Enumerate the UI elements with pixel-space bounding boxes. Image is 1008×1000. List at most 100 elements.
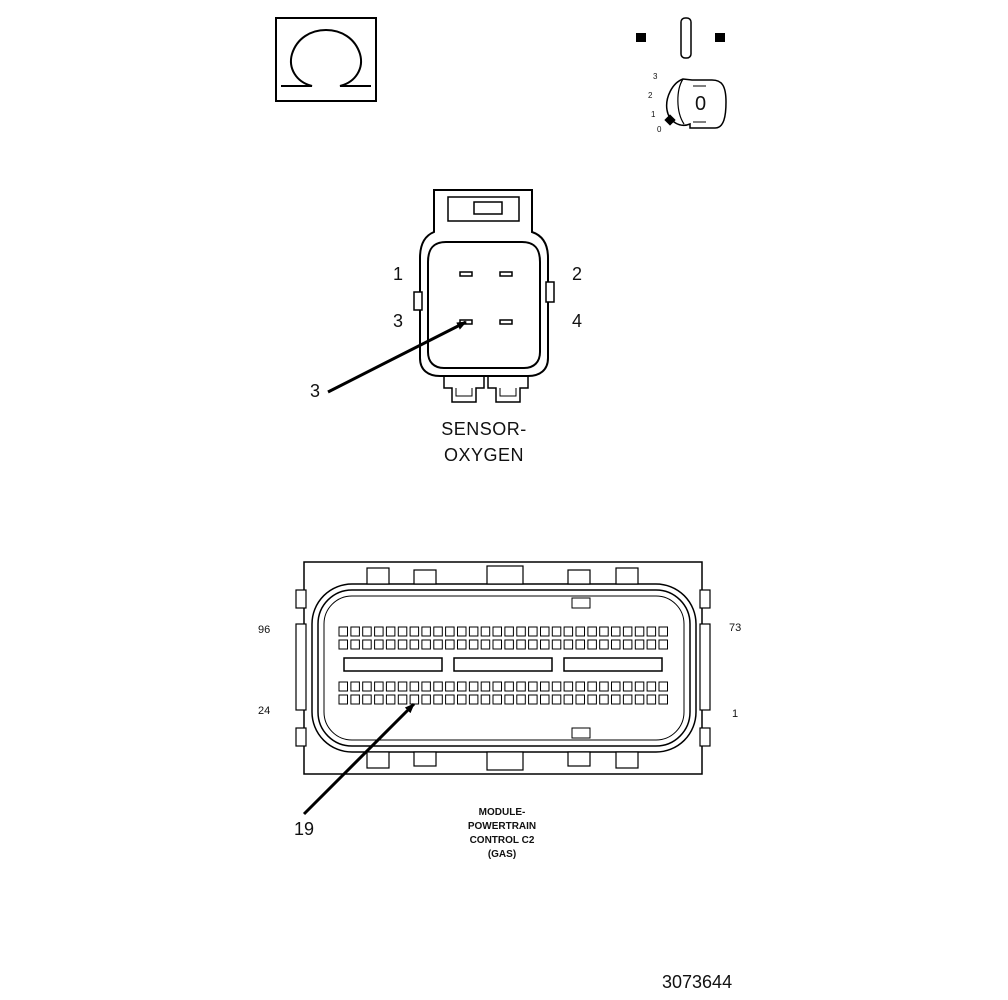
terminal-cavity xyxy=(658,694,668,705)
terminal-cavity xyxy=(587,639,597,650)
pcm-pin-96-label: 96 xyxy=(258,624,271,636)
terminal-cavity xyxy=(385,639,396,650)
terminal-cavity xyxy=(433,694,443,705)
terminal-cavity xyxy=(575,639,585,650)
terminal-cavity xyxy=(480,694,491,705)
terminal-cavity xyxy=(362,626,372,637)
terminal-cavity xyxy=(409,626,420,637)
terminal-cavity xyxy=(611,626,621,637)
terminal-cavity xyxy=(658,681,668,692)
terminal-cavity xyxy=(492,694,502,705)
terminal-cavity xyxy=(350,681,360,692)
pcm-caption-line4: (GAS) xyxy=(487,849,517,860)
terminal-cavity xyxy=(397,639,408,650)
terminal-cavity xyxy=(599,626,609,637)
terminal-cavity xyxy=(350,694,360,705)
terminal-cavity xyxy=(457,639,467,650)
terminal-cavity xyxy=(646,639,657,650)
terminal-cavity xyxy=(611,681,621,692)
terminal-cavity xyxy=(516,626,526,637)
figure-id: 3073644 xyxy=(662,972,733,992)
terminal-cavity xyxy=(563,694,574,705)
terminal-cavity xyxy=(374,639,384,650)
terminal-cavity xyxy=(385,626,396,637)
terminal-cavity xyxy=(563,681,574,692)
terminal-cavity xyxy=(457,626,467,637)
terminal-cavity xyxy=(468,694,479,705)
latch-tab xyxy=(567,751,591,767)
pcm-terminal-cavities xyxy=(338,626,668,705)
terminal-cavity xyxy=(409,639,420,650)
terminal-cavity xyxy=(528,694,538,705)
pcm-latch-tabs xyxy=(366,565,639,771)
terminal-cavity xyxy=(516,639,526,650)
terminal-cavity xyxy=(480,626,491,637)
terminal-cavity xyxy=(587,694,597,705)
terminal-cavity xyxy=(457,681,467,692)
keying-rib xyxy=(571,597,591,609)
terminal-cavity xyxy=(551,626,562,637)
terminal-cavity xyxy=(622,681,633,692)
terminal-cavity xyxy=(575,626,585,637)
latch-tab xyxy=(486,565,524,585)
terminal-cavity xyxy=(575,681,585,692)
terminal-cavity xyxy=(587,681,597,692)
ignition-position-1: 1 xyxy=(651,110,656,119)
terminal-cavity xyxy=(397,681,408,692)
terminal-cavity xyxy=(646,694,657,705)
sensor-caption-line1: SENSOR- xyxy=(441,419,527,439)
terminal-cavity xyxy=(540,626,550,637)
terminal-cavity xyxy=(421,626,431,637)
pcm-caption-line3: CONTROL C2 xyxy=(469,835,535,846)
terminal-cavity xyxy=(575,694,585,705)
terminal-cavity xyxy=(599,681,609,692)
terminal-cavity xyxy=(397,626,408,637)
sensor-pin-1-label: 1 xyxy=(393,264,404,284)
terminal-cavity xyxy=(646,626,657,637)
terminal-cavity xyxy=(516,681,526,692)
terminal-cavity xyxy=(540,694,550,705)
terminal-cavity xyxy=(528,626,538,637)
terminal-cavity xyxy=(433,626,443,637)
terminal-cavity xyxy=(551,681,562,692)
terminal-cavity xyxy=(634,681,645,692)
terminal-cavity xyxy=(634,639,645,650)
pcm-caption-line1: MODULE- xyxy=(478,807,526,818)
terminal-cavity xyxy=(611,694,621,705)
terminal-cavity xyxy=(492,681,502,692)
key-mark-label: 0 xyxy=(695,93,707,115)
terminal-cavity xyxy=(504,681,514,692)
pcm-probe-pin-label: 19 xyxy=(294,819,315,839)
terminal-cavity xyxy=(409,681,420,692)
terminal-cavity xyxy=(374,681,384,692)
terminal-cavity xyxy=(622,639,633,650)
sensor-probe-pin-label: 3 xyxy=(310,381,321,401)
terminal-cavity xyxy=(622,626,633,637)
terminal-cavity xyxy=(350,639,360,650)
pcm-pin-1-label: 1 xyxy=(732,708,739,720)
terminal-cavity xyxy=(634,626,645,637)
terminal-cavity xyxy=(385,681,396,692)
ignition-position-0: 0 xyxy=(657,125,662,134)
pcm-probe-arrow xyxy=(302,702,416,816)
terminal-cavity xyxy=(563,639,574,650)
terminal-cavity xyxy=(468,639,479,650)
terminal-cavity xyxy=(433,639,443,650)
terminal-cavity xyxy=(658,639,668,650)
latch-tab xyxy=(413,569,437,585)
latch-tab xyxy=(366,567,390,585)
terminal-cavity xyxy=(492,639,502,650)
latch-tab xyxy=(366,751,390,769)
sensor-caption: SENSOR- OXYGEN xyxy=(424,416,544,468)
terminal-cavity xyxy=(338,681,348,692)
terminal-cavity xyxy=(433,681,443,692)
sensor-pin-3-label: 3 xyxy=(393,311,404,331)
terminal-cavity xyxy=(551,694,562,705)
oxygen-sensor-connector xyxy=(413,189,555,403)
terminal-cavity xyxy=(587,626,597,637)
sensor-pin-4-label: 4 xyxy=(572,311,583,331)
terminal-cavity xyxy=(480,639,491,650)
terminal-cavity xyxy=(504,694,514,705)
terminal-cavity xyxy=(504,639,514,650)
terminal-cavity xyxy=(385,694,396,705)
